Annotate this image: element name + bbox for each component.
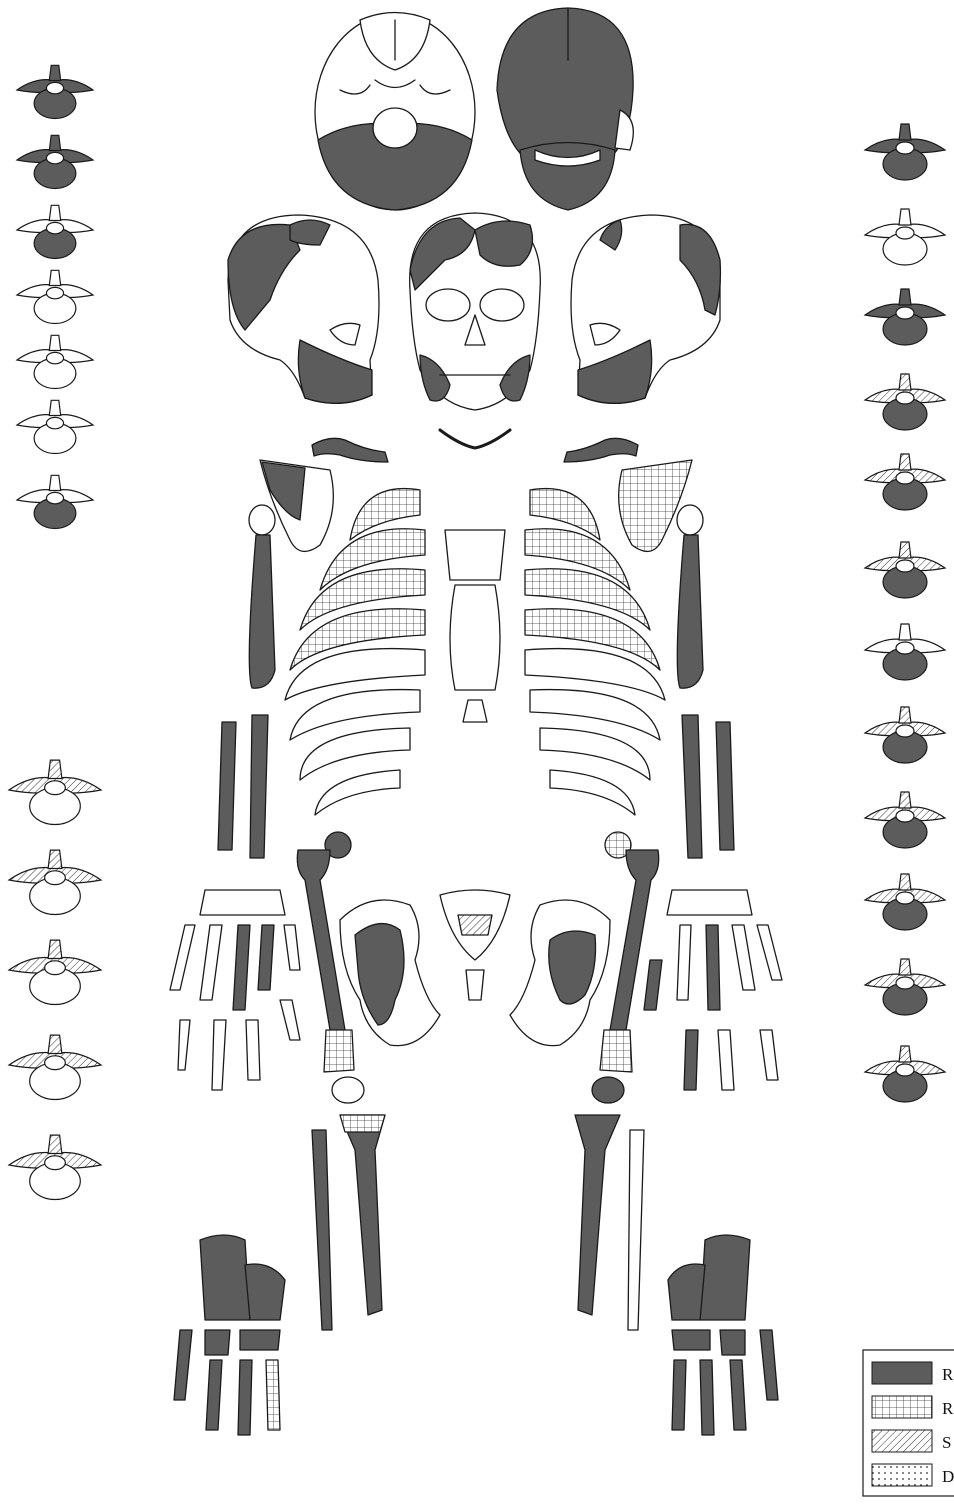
hand-left bbox=[644, 890, 782, 1090]
lumbar-vertebrae bbox=[9, 760, 101, 1199]
vertebra bbox=[9, 1035, 101, 1099]
foot-left bbox=[668, 1235, 778, 1435]
vertebra bbox=[17, 270, 93, 323]
hand-right bbox=[170, 890, 300, 1090]
vertebra bbox=[865, 1046, 945, 1102]
leg-left bbox=[575, 1115, 644, 1330]
clavicle-left bbox=[564, 438, 638, 462]
skull-right-lateral-view bbox=[228, 215, 379, 403]
vertebra bbox=[865, 209, 945, 265]
vertebra bbox=[865, 542, 945, 598]
vertebra bbox=[17, 400, 93, 453]
vertebra bbox=[865, 707, 945, 763]
foot-right bbox=[174, 1235, 285, 1435]
clavicle-right bbox=[312, 438, 388, 462]
vertebra bbox=[9, 760, 101, 824]
vertebra bbox=[9, 940, 101, 1004]
skull-anterior-view bbox=[410, 213, 541, 410]
forearm-left bbox=[682, 715, 734, 858]
vertebra bbox=[865, 289, 945, 345]
legend-item: R bbox=[872, 1362, 954, 1384]
vertebra bbox=[17, 205, 93, 258]
legend-label: R bbox=[942, 1365, 954, 1384]
legend-label: R bbox=[942, 1399, 954, 1418]
thoracic-vertebrae bbox=[865, 124, 945, 1102]
patella-left bbox=[592, 1077, 624, 1103]
vertebra bbox=[865, 792, 945, 848]
hyoid-bone bbox=[440, 430, 510, 448]
pelvis-right bbox=[340, 900, 440, 1046]
vertebra bbox=[865, 624, 945, 680]
leg-right bbox=[312, 1115, 385, 1330]
skull-posterior-view bbox=[497, 8, 633, 210]
legend-label: D bbox=[942, 1467, 954, 1486]
skull-left-lateral-view bbox=[571, 215, 720, 403]
vertebra bbox=[9, 850, 101, 914]
scapula-right bbox=[260, 460, 333, 551]
legend-item: R bbox=[872, 1396, 954, 1418]
skull-inferior-view bbox=[315, 13, 475, 211]
vertebra bbox=[865, 454, 945, 510]
sternum bbox=[445, 530, 505, 722]
pelvis-left bbox=[510, 900, 610, 1046]
vertebra bbox=[9, 1135, 101, 1199]
legend-label: S bbox=[942, 1433, 951, 1452]
vertebra bbox=[865, 959, 945, 1015]
vertebra bbox=[17, 135, 93, 188]
forearm-right bbox=[218, 715, 268, 858]
vertebra bbox=[17, 475, 93, 528]
vertebra bbox=[865, 124, 945, 180]
patella-right bbox=[332, 1077, 364, 1103]
humerus-left bbox=[677, 505, 703, 688]
cervical-vertebrae bbox=[17, 65, 93, 528]
scapula-left bbox=[619, 460, 692, 551]
femur-left bbox=[600, 832, 659, 1072]
humerus-right bbox=[249, 505, 275, 688]
vertebra bbox=[865, 374, 945, 430]
sacrum bbox=[440, 890, 510, 1000]
vertebra bbox=[865, 874, 945, 930]
vertebra bbox=[17, 335, 93, 388]
legend-item: D bbox=[872, 1464, 954, 1486]
legend: R R S D bbox=[863, 1350, 954, 1496]
vertebra bbox=[17, 65, 93, 118]
